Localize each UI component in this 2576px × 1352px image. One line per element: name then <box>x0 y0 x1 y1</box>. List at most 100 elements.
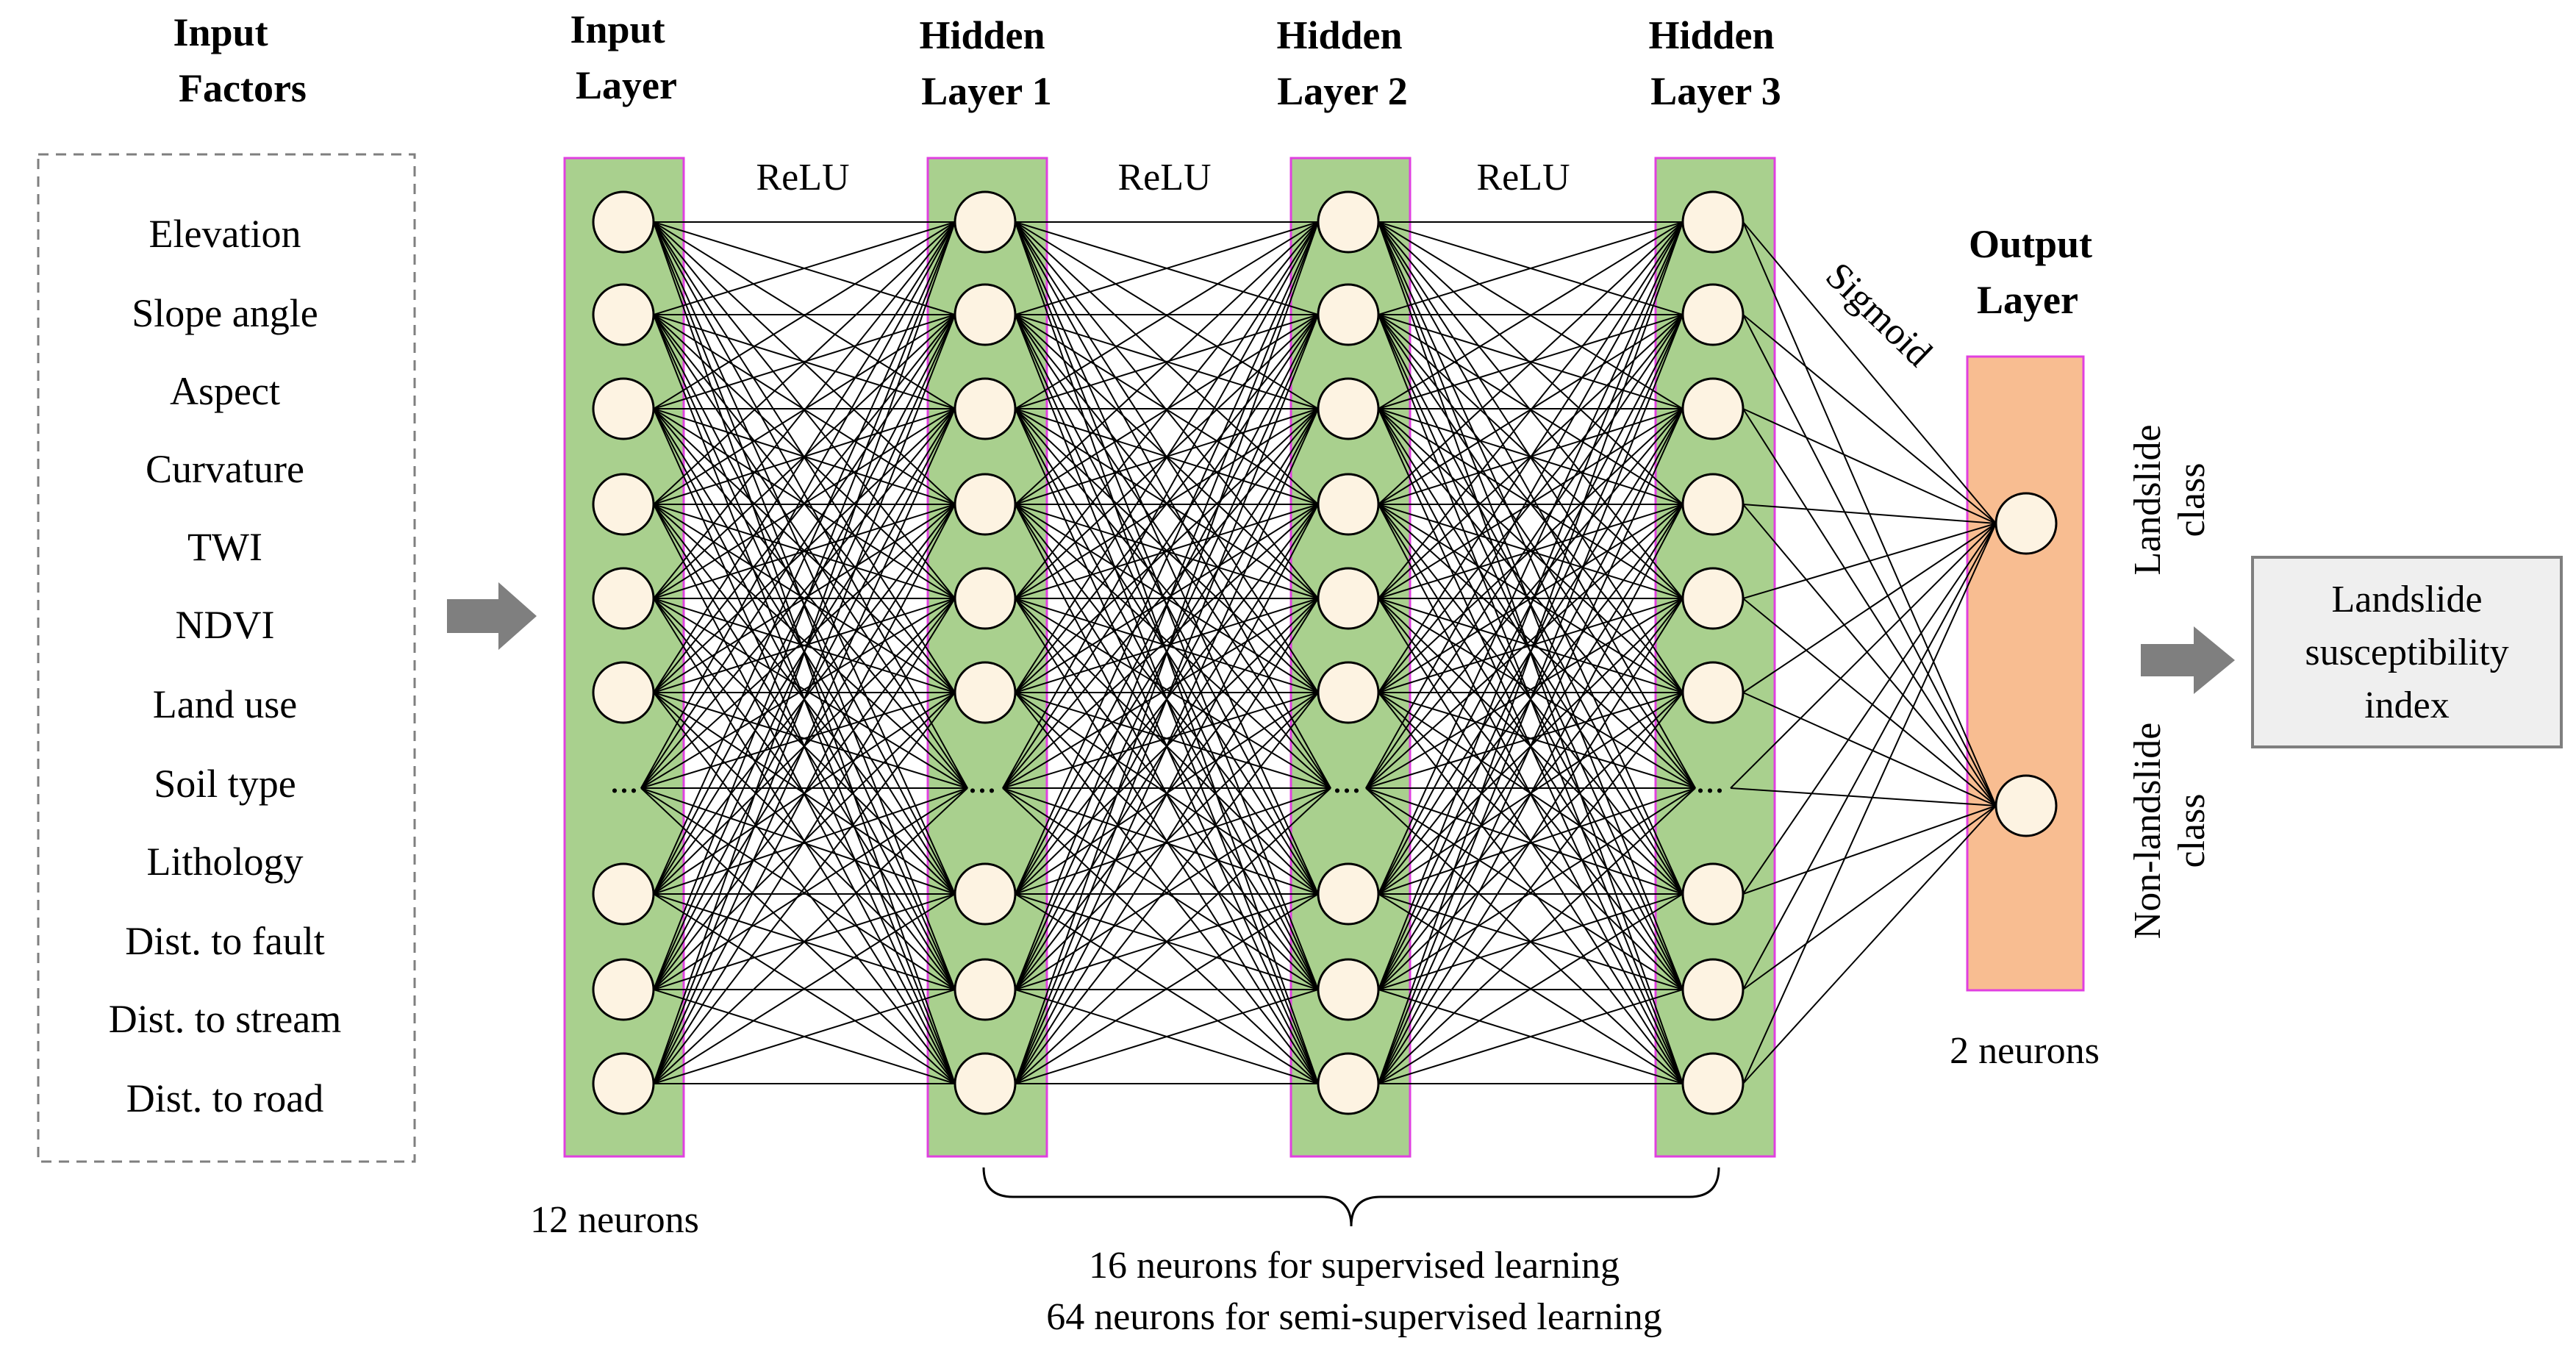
connection-line <box>1742 221 1997 524</box>
connection-line <box>1002 787 1319 1084</box>
connection-line <box>1378 314 1696 789</box>
input-factor-item: Dist. to fault <box>125 919 324 963</box>
connection-line <box>640 787 956 990</box>
connection-line <box>1015 598 1319 693</box>
connection-line <box>1378 504 1696 789</box>
connection-line <box>1378 314 1684 1084</box>
connection-line <box>653 787 968 990</box>
connection-lines <box>640 221 1997 1084</box>
connection-line <box>1730 787 1997 806</box>
neuron-hidden-1 <box>954 958 1017 1021</box>
connection-line <box>640 787 956 895</box>
connection-line <box>1378 221 1684 315</box>
neuron-input <box>592 473 655 536</box>
connection-line <box>653 504 956 693</box>
connection-line <box>653 787 968 1084</box>
connection-line <box>1015 893 1319 1084</box>
connection-line <box>640 408 956 789</box>
output-neuron-count: 2 neurons <box>1950 1030 2100 1072</box>
ellipsis-input-layer: ... <box>610 759 639 801</box>
connection-line <box>1015 989 1319 1084</box>
input-factor-item: Dist. to stream <box>109 997 341 1041</box>
connection-line <box>653 314 968 789</box>
connection-line <box>1015 408 1319 1084</box>
connection-line <box>653 221 956 409</box>
neuron-input <box>592 661 655 724</box>
neuron-hidden-3 <box>1681 862 1745 926</box>
header-line: Hidden <box>919 13 1045 57</box>
landslide-class-label: Landslide <box>2127 424 2169 575</box>
connection-line <box>1378 504 1684 693</box>
connection-line <box>653 504 956 1084</box>
header-line: Output <box>1969 222 2092 266</box>
output-arrow-icon <box>2141 626 2235 694</box>
connection-line <box>1378 221 1684 895</box>
connection-line <box>1378 221 1684 505</box>
connection-line <box>1742 523 1997 1084</box>
hidden-neuron-count-semi-supervised: 64 neurons for semi-supervised learning <box>1046 1296 1662 1338</box>
connection-line <box>1015 787 1331 895</box>
neuron-input <box>592 862 655 926</box>
connection-line <box>653 314 956 693</box>
connection-line <box>1742 504 1997 806</box>
header-line: Input <box>570 7 665 51</box>
connection-line <box>1378 221 1684 599</box>
sigmoid-label: Sigmoid <box>1817 254 1939 374</box>
connection-line <box>1378 314 1684 409</box>
header-input-layer: Input Layer <box>570 7 677 107</box>
neuron-hidden-3 <box>1681 567 1745 630</box>
connection-line <box>1015 221 1319 693</box>
connection-line <box>653 787 968 895</box>
neuron-input <box>592 190 655 254</box>
result-line: susceptibility <box>2305 632 2508 673</box>
connection-line <box>1002 692 1319 789</box>
connection-line <box>1015 314 1319 409</box>
connection-line <box>653 893 956 1084</box>
connection-line <box>653 221 956 990</box>
neuron-input <box>592 377 655 440</box>
connection-line <box>1015 221 1319 895</box>
result-line: index <box>2364 684 2450 726</box>
connection-line <box>1015 221 1319 315</box>
neuron-count-labels: 12 neurons 2 neurons 16 neurons for supe… <box>530 1030 2100 1338</box>
connection-line <box>1015 408 1319 693</box>
neuron-hidden-1 <box>954 473 1017 536</box>
connection-line <box>1742 805 1997 1084</box>
connection-line <box>640 598 956 789</box>
neuron-hidden-3 <box>1681 283 1745 346</box>
neuron-hidden-1 <box>954 567 1017 630</box>
neuron-output <box>1994 774 2058 837</box>
header-hidden-layer-3: Hidden Layer 3 <box>1648 13 1781 113</box>
neuron-hidden-1 <box>954 190 1017 254</box>
connection-line <box>1378 787 1696 1084</box>
neuron-hidden-1 <box>954 862 1017 926</box>
result-line: Landslide <box>2331 579 2482 620</box>
neuron-input <box>592 567 655 630</box>
header-line: Layer <box>1977 278 2078 322</box>
non-landslide-class-label: class <box>2171 793 2213 868</box>
neuron-hidden-1 <box>954 661 1017 724</box>
connection-line <box>653 598 956 693</box>
header-input-factors: Input Factors <box>173 10 307 110</box>
result-box <box>2251 556 2563 748</box>
connection-line <box>1378 221 1684 693</box>
connection-line <box>653 504 968 789</box>
neuron-hidden-1 <box>954 1052 1017 1115</box>
hidden-layers-brace <box>982 1167 1720 1227</box>
ellipsis-hidden-layer-2: ... <box>1333 759 1362 801</box>
connection-line <box>1742 523 1997 990</box>
neuron-input <box>592 1052 655 1115</box>
neuron-input <box>592 958 655 1021</box>
connection-line <box>1015 504 1319 1084</box>
neurons <box>592 190 2058 1115</box>
neuron-hidden-2 <box>1317 473 1380 536</box>
neuron-hidden-3 <box>1681 1052 1745 1115</box>
output-layer-bar <box>1966 355 2085 992</box>
connection-line <box>1015 787 1331 990</box>
connection-line <box>653 408 956 1084</box>
neuron-hidden-1 <box>954 377 1017 440</box>
ellipsis-hidden-layer-1: ... <box>968 759 997 801</box>
header-line: Hidden <box>1648 13 1774 57</box>
connection-line <box>1015 221 1319 409</box>
hidden-neuron-count-supervised: 16 neurons for supervised learning <box>1089 1245 1620 1287</box>
